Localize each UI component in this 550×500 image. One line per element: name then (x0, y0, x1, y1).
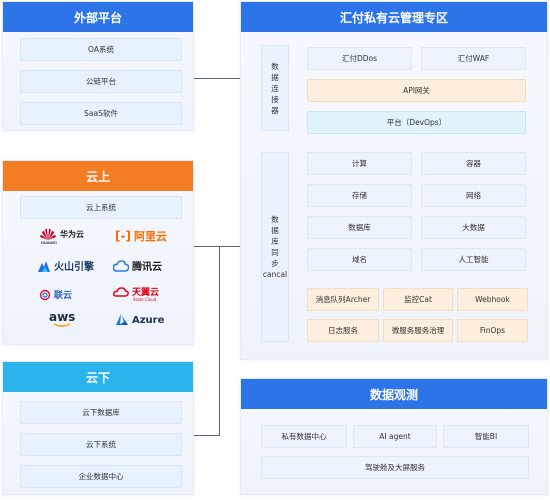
tianyi-cloud-logo: 天翼云 (113, 285, 159, 298)
cloud-up-title: 云上 (3, 161, 193, 191)
aws-label: aws (49, 310, 76, 324)
offcloud-system-box[interactable]: 云下系统 (20, 433, 182, 456)
unicom-cloud-logo: 联云 (39, 288, 72, 301)
oa-system-box[interactable]: OA系统 (20, 38, 182, 61)
unicom-label: 联云 (54, 291, 73, 301)
aliyun-icon: [-] (115, 229, 131, 243)
db-sync-label: 数 据 库 同 步 cancal (261, 152, 289, 342)
devops-box[interactable]: 平台（DevOps） (307, 111, 526, 134)
volcano-label: 火山引擎 (54, 262, 94, 273)
api-gateway-box[interactable]: API网关 (307, 79, 526, 102)
cloud-up-system-box[interactable]: 云上系统 (20, 196, 182, 219)
connector-line-top (194, 78, 248, 79)
external-platform-panel: 外部平台 OA系统 公链平台 SaaS软件 (2, 1, 194, 131)
ai-agent-box[interactable]: AI agent (353, 425, 437, 448)
private-zone-panel: 汇付私有云管理专区 数 据 连 接 器 数 据 库 同 步 cancal 汇付D… (240, 1, 548, 360)
azure-icon (116, 314, 128, 325)
connector-line-mid (194, 246, 248, 247)
log-service-box[interactable]: 日志服务 (307, 319, 379, 342)
private-dc-box[interactable]: 私有数据中心 (261, 425, 347, 448)
aliyun-label: 阿里云 (133, 230, 167, 243)
observability-title: 数据观测 (241, 379, 547, 409)
smart-bi-box[interactable]: 智能BI (443, 425, 529, 448)
container-box[interactable]: 容器 (421, 152, 526, 175)
volcano-icon (38, 260, 50, 272)
cloud-down-title: 云下 (3, 362, 193, 392)
huawei-sub-label: HUAWEI (41, 241, 57, 245)
huawei-cloud-label: 华为云 (60, 229, 84, 239)
storage-box[interactable]: 存储 (307, 184, 412, 207)
webhook-box[interactable]: Webhook (457, 288, 528, 311)
database-box[interactable]: 数据库 (307, 216, 412, 239)
connector-line-vertical (219, 246, 220, 435)
monitor-cat-box[interactable]: 监控Cat (383, 288, 453, 311)
cockpit-box[interactable]: 驾驶舱及大屏服务 (261, 456, 529, 479)
public-chain-box[interactable]: 公链平台 (20, 70, 182, 93)
huawei-icon (40, 228, 56, 240)
private-zone-title: 汇付私有云管理专区 (241, 2, 547, 32)
network-box[interactable]: 网络 (421, 184, 526, 207)
ai-box[interactable]: 人工智能 (421, 248, 526, 271)
compute-box[interactable]: 计算 (307, 152, 412, 175)
connector-line-bottom (194, 435, 220, 436)
tencent-cloud-logo: 腾讯云 (113, 258, 162, 273)
domain-box[interactable]: 域名 (307, 248, 412, 271)
finops-box[interactable]: FinOps (457, 319, 528, 342)
enterprise-dc-box[interactable]: 企业数据中心 (20, 465, 182, 488)
aws-smile-icon (53, 323, 71, 327)
mq-archer-box[interactable]: 消息队列Archer (307, 288, 379, 311)
offcloud-db-box[interactable]: 云下数据库 (20, 401, 182, 424)
data-connector-label: 数 据 连 接 器 (261, 45, 289, 131)
waf-box[interactable]: 汇付WAF (421, 47, 526, 70)
tencent-icon (113, 259, 129, 272)
volcano-engine-logo: 火山引擎 (37, 258, 94, 273)
huawei-cloud-logo: 华为云 (39, 227, 84, 241)
bigdata-box[interactable]: 大数据 (421, 216, 526, 239)
observability-panel: 数据观测 私有数据中心 AI agent 智能BI 驾驶舱及大屏服务 (240, 378, 548, 495)
aws-logo: aws (49, 311, 75, 328)
azure-label: Azure (132, 314, 165, 326)
cloud-up-panel: 云上 云上系统 华为云 HUAWEI [-] 阿里云 火山引擎 腾讯云 (2, 160, 194, 345)
tianyi-sub-label: State Cloud (133, 297, 157, 302)
tianyi-icon (113, 286, 129, 297)
ddos-box[interactable]: 汇付DDos (307, 47, 412, 70)
unicom-icon (39, 289, 51, 300)
external-platform-title: 外部平台 (3, 2, 193, 32)
cloud-down-panel: 云下 云下数据库 云下系统 企业数据中心 (2, 361, 194, 495)
azure-logo: Azure (115, 314, 164, 326)
aliyun-logo: [-] 阿里云 (115, 228, 167, 244)
saas-box[interactable]: SaaS软件 (20, 102, 182, 125)
tencent-label: 腾讯云 (132, 262, 162, 273)
tianyi-label: 天翼云 (132, 288, 160, 298)
microservice-box[interactable]: 微服务服务治理 (383, 319, 453, 342)
